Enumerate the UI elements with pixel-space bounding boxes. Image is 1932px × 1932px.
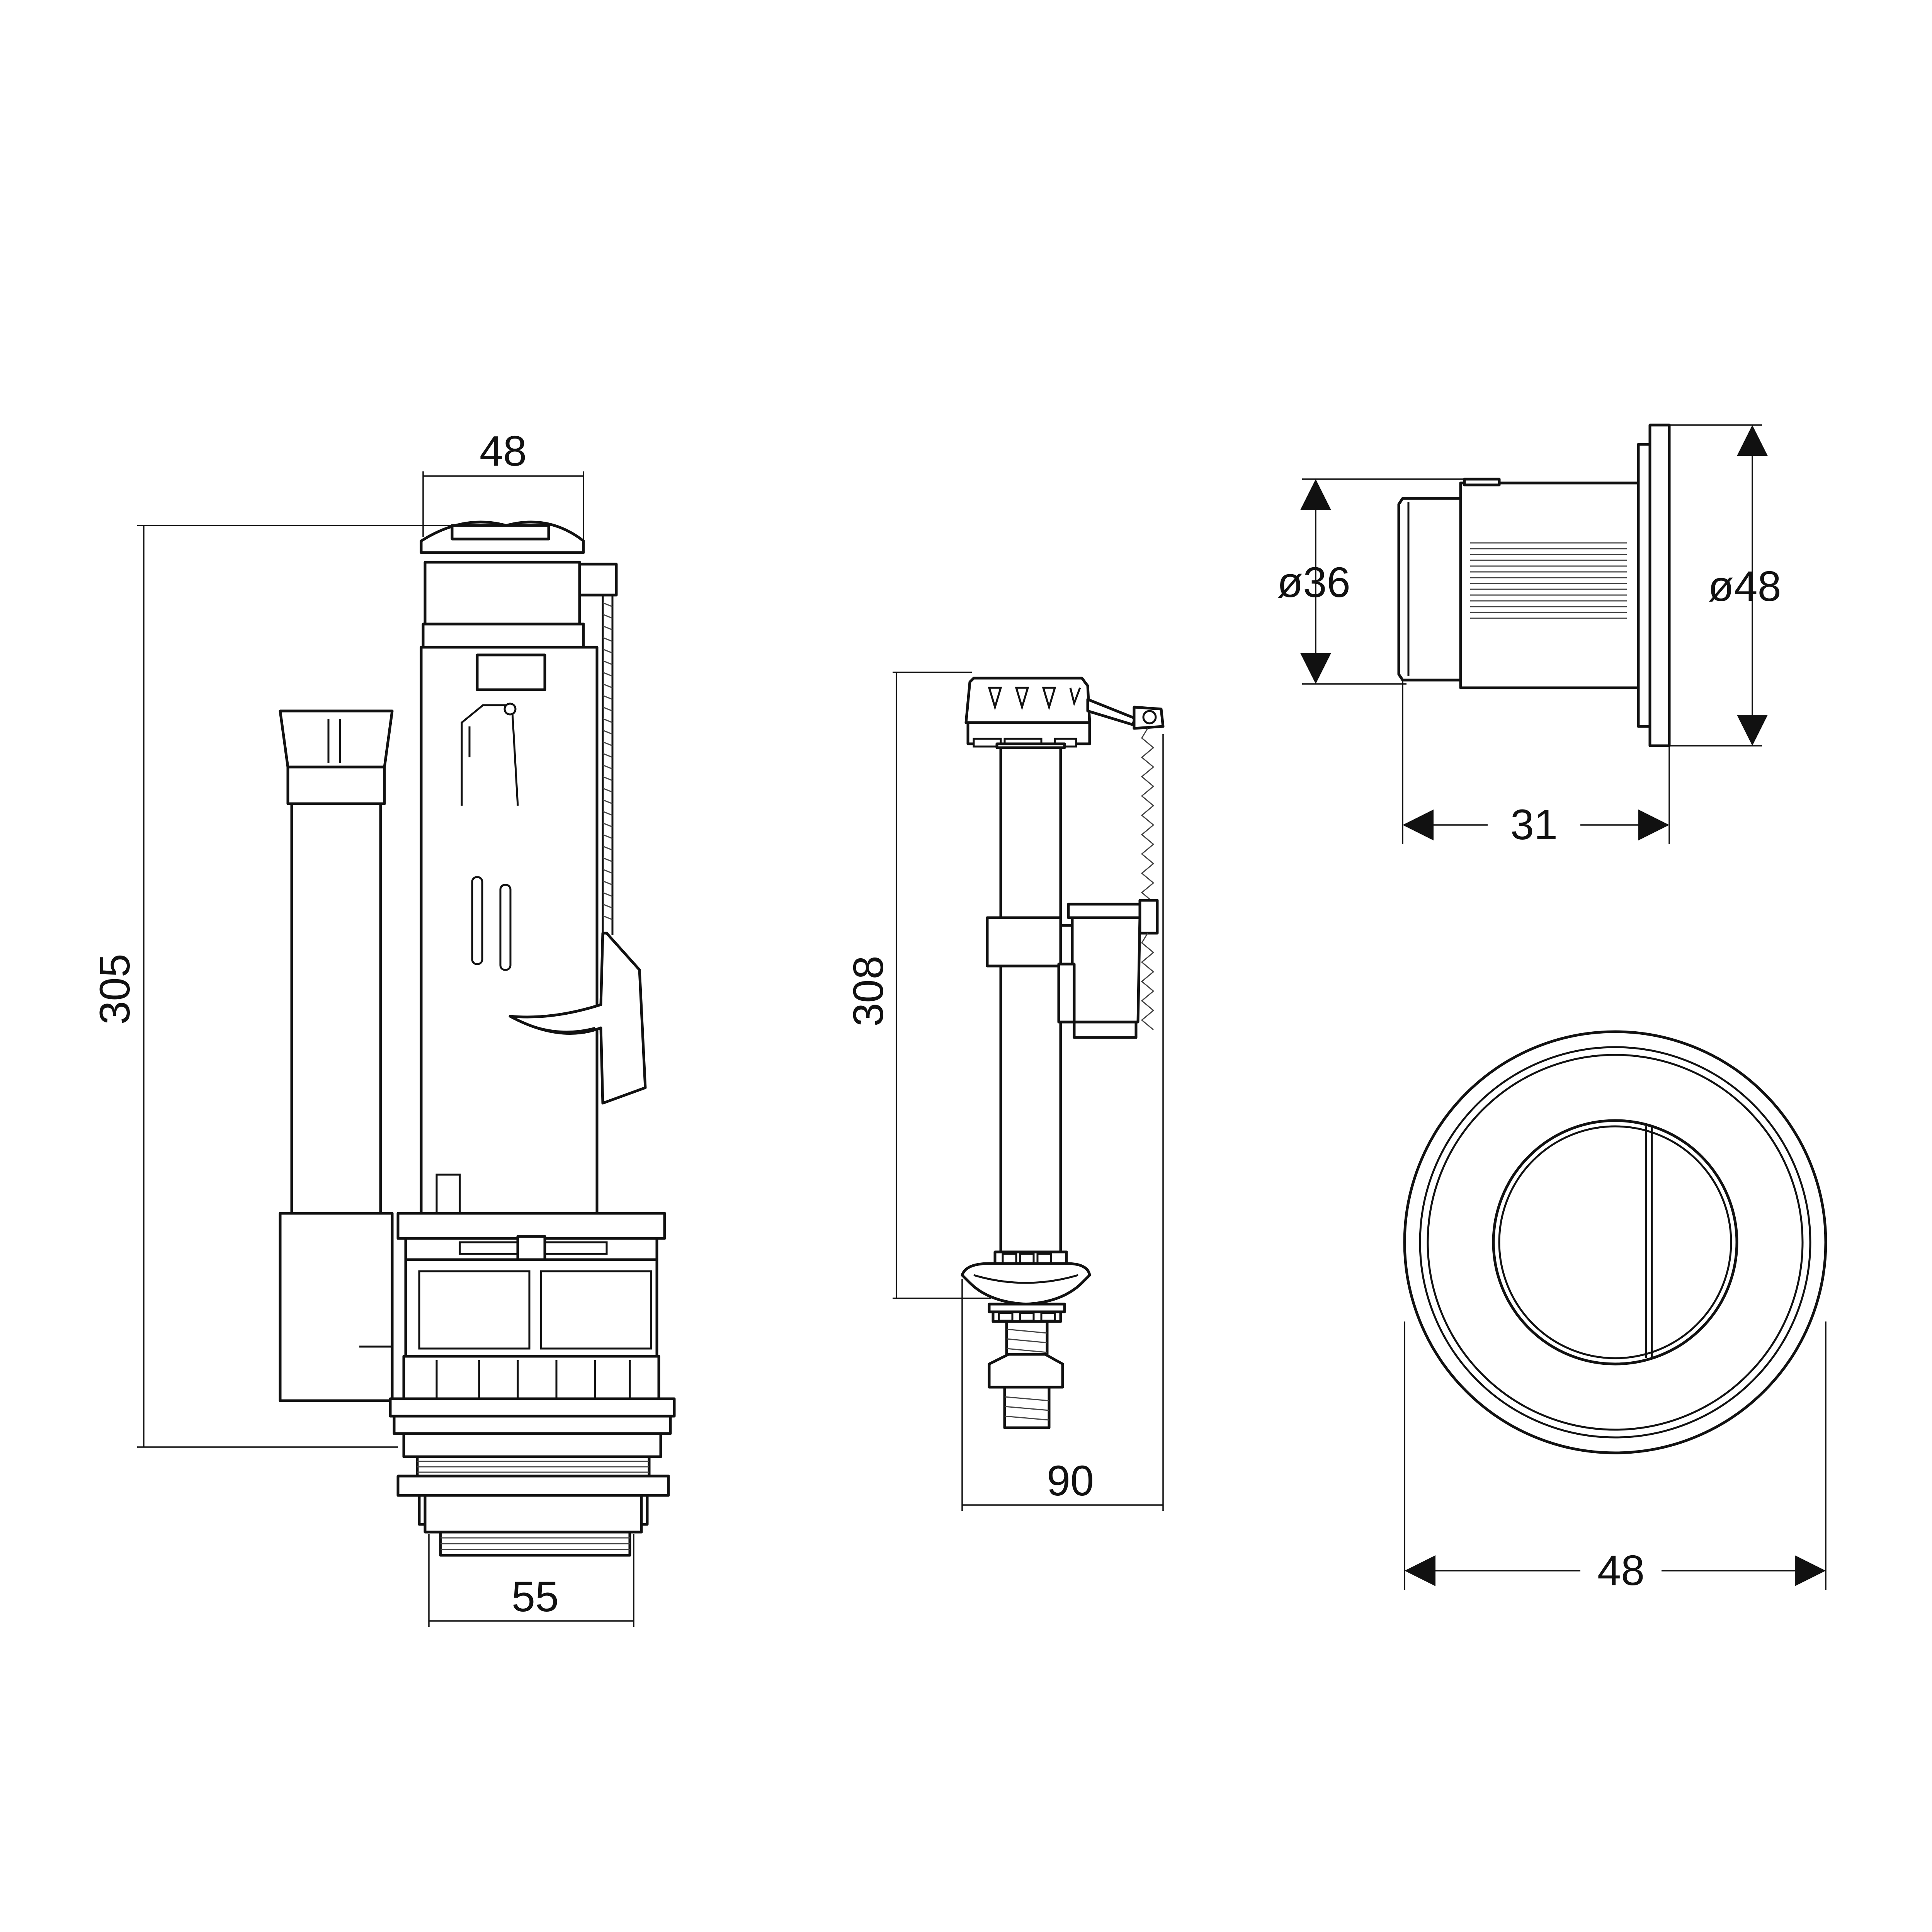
dim-label-d36: ø36: [1277, 559, 1350, 606]
fill-valve-base: [961, 1262, 1091, 1429]
dim-label-d48: ø48: [1708, 563, 1781, 610]
dim-label-308: 308: [845, 956, 892, 1027]
valve-base: [389, 1212, 676, 1557]
lift-chain: [602, 595, 614, 935]
push-button-front-view: 48: [1403, 1030, 1827, 1594]
fill-valve-head: [964, 677, 1165, 748]
dim-label-305: 305: [91, 954, 139, 1025]
dim-base-width: 55: [428, 1534, 634, 1627]
dim-label-55: 55: [512, 1573, 559, 1621]
dim-front-diameter: 48: [1404, 1321, 1827, 1594]
overflow-pipe: [279, 709, 394, 1402]
fill-valve-chain: [1138, 728, 1159, 1031]
dim-label-31: 31: [1510, 801, 1558, 849]
dual-flush-button: [1492, 1119, 1738, 1366]
dim-inner-diameter: ø36: [1277, 478, 1464, 685]
valve-body: [420, 520, 647, 1215]
push-button-side-view: ø36 ø48 31: [1277, 423, 1781, 849]
dim-label-48-front: 48: [1597, 1547, 1645, 1594]
dim-height-308: 308: [845, 672, 991, 1299]
fill-valve-stem: [986, 742, 1068, 1267]
dim-outer-diameter: ø48: [1669, 424, 1781, 747]
dim-top-width: 48: [422, 427, 584, 553]
fill-valve-float: [1057, 903, 1141, 1039]
flush-valve: 48 305 55: [91, 427, 676, 1627]
dim-height-305: 305: [91, 525, 456, 1448]
dim-label-90: 90: [1047, 1457, 1094, 1505]
dim-width-90: 90: [961, 734, 1164, 1511]
fill-valve: 308 90: [845, 672, 1165, 1511]
dim-depth-31: 31: [1402, 680, 1670, 849]
dim-label-48-top: 48: [480, 427, 527, 475]
